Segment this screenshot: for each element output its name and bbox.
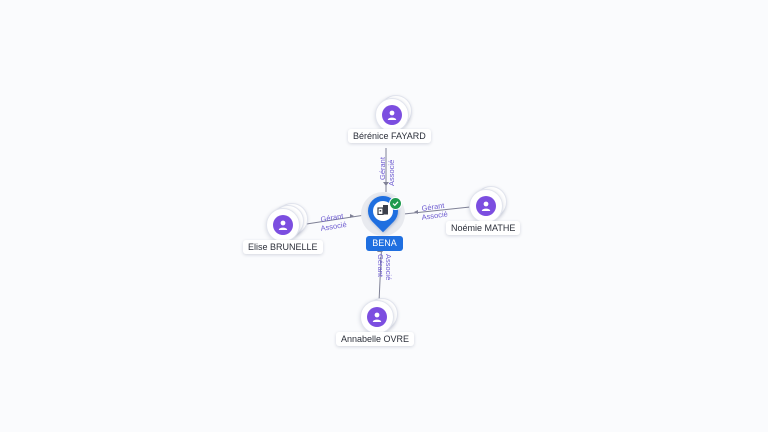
person-avatar[interactable] bbox=[266, 208, 300, 242]
person-icon bbox=[273, 215, 293, 235]
person-avatar[interactable] bbox=[360, 300, 394, 334]
person-name-label[interactable]: Elise BRUNELLE bbox=[243, 240, 323, 254]
company-node[interactable] bbox=[373, 201, 393, 221]
check-icon bbox=[389, 197, 402, 210]
person-node-elise[interactable] bbox=[264, 203, 324, 243]
edge-role-label: Gérant bbox=[376, 254, 385, 278]
person-node-berenice[interactable] bbox=[372, 95, 432, 135]
edge-elise: Gérant Associé bbox=[299, 211, 366, 233]
edge-role-label: Gérant bbox=[320, 211, 345, 224]
arrow-head-icon bbox=[350, 214, 354, 218]
edge-role-label: Associé bbox=[387, 160, 396, 186]
person-avatar[interactable] bbox=[469, 189, 503, 223]
edge-role-label: Associé bbox=[421, 209, 448, 222]
person-icon bbox=[367, 307, 387, 327]
person-icon bbox=[382, 105, 402, 125]
edge-berenice: Gérant Associé bbox=[378, 148, 396, 192]
person-name-label[interactable]: Bérénice FAYARD bbox=[348, 129, 431, 143]
company-name-label[interactable]: BENA bbox=[366, 236, 403, 251]
person-avatar[interactable] bbox=[375, 98, 409, 132]
person-node-noemie[interactable] bbox=[467, 186, 527, 226]
edge-role-label: Associé bbox=[384, 254, 393, 280]
person-name-label[interactable]: Noémie MATHE bbox=[446, 221, 521, 235]
person-name-label[interactable]: Annabelle OVRE bbox=[336, 332, 415, 346]
edge-role-label: Associé bbox=[320, 220, 347, 233]
edge-role-label: Gérant bbox=[421, 201, 446, 213]
arrow-head-icon bbox=[414, 210, 418, 214]
edge-noemie: Gérant Associé bbox=[403, 201, 471, 222]
edge-role-label: Gérant bbox=[378, 156, 387, 180]
person-node-annabelle[interactable] bbox=[358, 298, 418, 338]
building-icon bbox=[377, 202, 389, 220]
person-icon bbox=[476, 196, 496, 216]
arrow-head-icon bbox=[383, 182, 389, 186]
